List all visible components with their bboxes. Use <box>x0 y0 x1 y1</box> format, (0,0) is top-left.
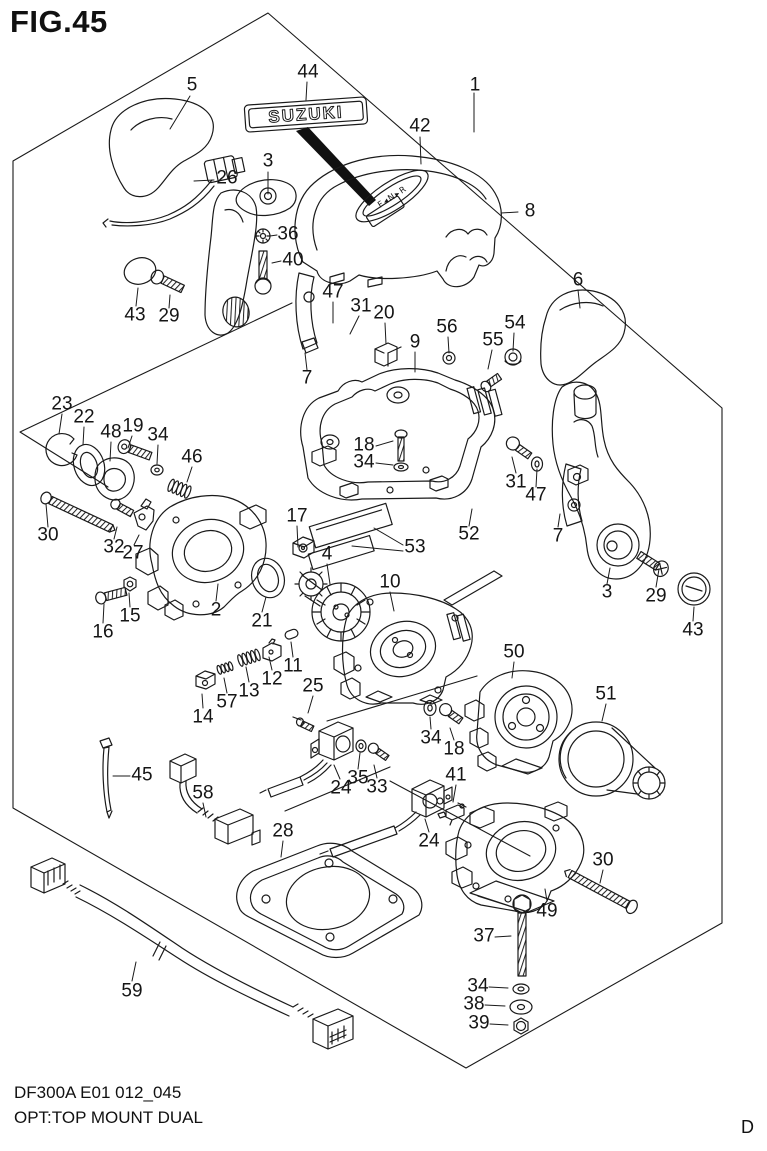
figure-subtitle: OPT:TOP MOUNT DUAL <box>14 1108 203 1127</box>
washer-35-drawing <box>355 739 367 753</box>
leader-lines <box>45 81 695 1026</box>
cap-43-right-drawing <box>677 572 711 606</box>
switch-24-upper-drawing <box>259 721 354 798</box>
swivel-housing-10-drawing <box>333 592 473 705</box>
screw-29-left-drawing <box>150 269 185 294</box>
trim-7-right-drawing <box>561 463 589 527</box>
screw-19-drawing <box>117 439 153 461</box>
switch-24-lower-drawing <box>319 779 453 858</box>
lead-wire-58-drawing <box>169 753 261 846</box>
nut-54-drawing <box>504 348 522 366</box>
screw-18-mid-drawing <box>394 429 408 462</box>
screw-30-right-drawing <box>564 868 638 915</box>
washer-47-right-drawing <box>530 456 544 472</box>
screw-33-drawing <box>367 742 390 762</box>
washer-22-drawing <box>72 443 106 487</box>
cam-block-17-drawing <box>292 536 315 559</box>
screw-16-drawing <box>95 586 128 605</box>
block-12-drawing <box>262 638 282 662</box>
mount-plate-28-drawing <box>236 842 423 959</box>
page-letter: D <box>741 1117 754 1137</box>
screw-25-drawing <box>292 716 315 733</box>
screw-31-right-drawing <box>505 436 533 460</box>
right-grip-drawing <box>540 289 626 386</box>
washer-36-drawing <box>255 228 271 244</box>
washer-34-d-drawing <box>512 983 530 995</box>
spring-57-drawing <box>216 661 234 675</box>
lower-housing-9-drawing <box>300 368 503 501</box>
frame-border <box>12 12 723 1069</box>
strip-52-drawing <box>443 570 503 606</box>
pin-11-drawing <box>284 628 299 640</box>
left-lever-arm-drawing <box>204 179 297 336</box>
left-grip-drawing <box>108 97 214 198</box>
spring-13-drawing <box>237 648 261 667</box>
seal-21-drawing <box>250 557 286 599</box>
figure-code: DF300A E01 012_045 <box>14 1083 182 1102</box>
bracket-27-drawing <box>133 498 155 531</box>
bracket-49-drawing <box>445 801 585 914</box>
screw-29-right-drawing <box>636 550 669 578</box>
suzuki-emblem-drawing: SUZUKI <box>243 96 376 206</box>
trim-7-left-drawing <box>295 272 319 354</box>
washer-34-c-drawing <box>423 699 437 717</box>
cable-tie-45-drawing <box>99 737 113 819</box>
cam-washer-48-drawing <box>94 457 135 501</box>
clip-41-drawing <box>437 802 467 826</box>
nut-15-drawing <box>123 576 137 592</box>
drum-51-drawing <box>558 721 666 800</box>
washer-34-mid-drawing <box>393 462 409 472</box>
screw-40-drawing <box>254 250 272 295</box>
suzuki-logo-text: SUZUKI <box>268 102 344 126</box>
pads-53-drawing <box>307 502 393 571</box>
screw-30-left-drawing <box>40 491 116 533</box>
screw-18-b-drawing <box>438 703 464 725</box>
top-cover-drawing: F◂N▸R <box>294 154 502 288</box>
control-housing-2-drawing <box>135 494 267 621</box>
gear-drum-4-drawing <box>294 567 371 642</box>
spring-46-drawing <box>167 478 192 499</box>
right-lever-arm-drawing <box>551 381 651 580</box>
washer-34-left-drawing <box>150 464 164 476</box>
figure-title: FIG.45 <box>10 4 108 39</box>
wire-connector-26-drawing <box>102 155 246 228</box>
block-14-drawing <box>195 670 216 690</box>
washer-38-drawing <box>509 999 533 1015</box>
snap-ring-23-drawing <box>45 432 78 467</box>
retainer-50-drawing <box>464 670 573 775</box>
nut-56-drawing <box>442 351 456 365</box>
nut-39-drawing <box>513 1017 529 1035</box>
block-20-drawing <box>374 342 402 367</box>
cap-43-left-drawing <box>123 257 157 285</box>
screw-32-drawing <box>110 498 135 518</box>
bolt-37-drawing <box>512 894 532 977</box>
harness-59-drawing <box>30 857 354 1050</box>
